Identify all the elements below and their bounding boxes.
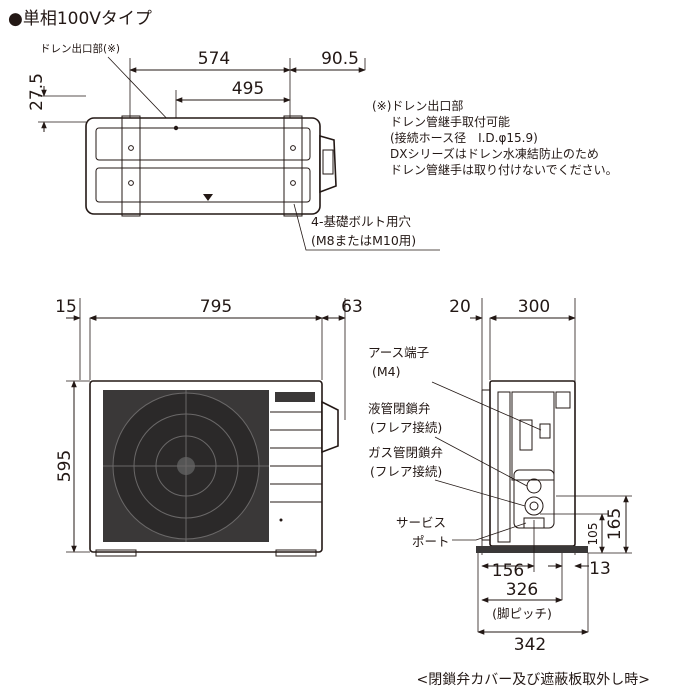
service-port-label-2: ポート bbox=[412, 534, 450, 549]
note-line-2: ドレン管継手取付可能 bbox=[390, 114, 510, 129]
service-port-label: サービス bbox=[396, 515, 446, 530]
liquid-valve-spec: (フレア接続) bbox=[370, 420, 442, 435]
dim-105: 105 bbox=[586, 523, 600, 546]
gas-valve-label: ガス管閉鎖弁 bbox=[368, 445, 443, 460]
earth-terminal bbox=[539, 423, 551, 439]
dim-13: 13 bbox=[589, 559, 611, 579]
dim-795: 795 bbox=[200, 297, 232, 317]
note-line-5: ドレン管継手は取り付けないでください。 bbox=[390, 162, 618, 177]
front-view: 15 795 63 595 bbox=[55, 297, 363, 557]
bolt-hole-label: 4-基礎ボルト用穴 bbox=[311, 214, 411, 229]
dim-27-5: 27.5 bbox=[27, 73, 47, 111]
drain-arrow-icon bbox=[203, 194, 213, 201]
dim-20: 20 bbox=[449, 297, 471, 317]
earth-terminal-label: アース端子 bbox=[368, 345, 429, 360]
side-view: 20 300 アース端子 (M4) 液管閉鎖弁 (フレア接続) ガス管閉鎖弁 (… bbox=[368, 297, 632, 655]
earth-leader-line bbox=[431, 381, 542, 431]
top-view: ドレン出口部(※) 574 90.5 495 27.5 bbox=[27, 42, 440, 251]
dim-495: 495 bbox=[232, 79, 264, 99]
drain-outlet-point bbox=[173, 125, 179, 131]
dim-15: 15 bbox=[55, 297, 77, 317]
bolt-hole bbox=[128, 145, 134, 151]
dim-342: 342 bbox=[514, 635, 546, 655]
valve-cover-front bbox=[321, 400, 339, 454]
internal-part bbox=[519, 419, 533, 451]
electrical-box bbox=[511, 391, 555, 481]
note-line-1: (※)ドレン出口部 bbox=[372, 98, 463, 113]
liquid-valve-label: 液管閉鎖弁 bbox=[368, 401, 431, 416]
bolt-hole bbox=[290, 180, 296, 186]
dim-165: 165 bbox=[605, 508, 625, 540]
note-line-3: (接続ホース径 I.D.φ15.9) bbox=[390, 130, 538, 145]
earth-terminal-spec: (M4) bbox=[372, 364, 401, 379]
screw-point bbox=[279, 518, 283, 522]
side-grille-edge bbox=[497, 391, 511, 543]
liquid-leader-line bbox=[434, 436, 528, 487]
unit-side-outline bbox=[489, 380, 576, 547]
valve-top bbox=[322, 149, 334, 175]
front-foot bbox=[95, 549, 137, 557]
front-louvers bbox=[270, 411, 322, 503]
top-panel-lower bbox=[95, 167, 311, 203]
base-foot bbox=[476, 546, 588, 553]
dim-156: 156 bbox=[492, 561, 524, 581]
dim-90-5: 90.5 bbox=[321, 49, 359, 69]
drain-note: (※)ドレン出口部 ドレン管継手取付可能 (接続ホース径 I.D.φ15.9) … bbox=[372, 98, 618, 177]
gas-valve-spec: (フレア接続) bbox=[370, 464, 442, 479]
bolt-leader-line bbox=[293, 203, 440, 251]
note-line-4: DXシリーズはドレン水凍結防止のため bbox=[390, 146, 599, 161]
brand-logo-plate bbox=[275, 392, 315, 402]
terminal-block bbox=[555, 391, 571, 409]
service-leader-line bbox=[452, 522, 527, 541]
drain-outlet-label: ドレン出口部(※) bbox=[40, 42, 120, 55]
leg-pitch-label: (脚ピッチ) bbox=[492, 606, 552, 621]
caption: <閉鎖弁カバー及び遮蔽板取外し時> bbox=[417, 672, 650, 688]
bolt-hole-spec: (M8またはM10用) bbox=[311, 233, 416, 248]
valve-cover-top bbox=[319, 134, 337, 194]
dim-63: 63 bbox=[341, 297, 363, 317]
bolt-hole bbox=[290, 145, 296, 151]
bolt-hole bbox=[128, 180, 134, 186]
front-foot bbox=[275, 549, 317, 557]
gas-valve-core bbox=[529, 501, 539, 511]
mount-foot bbox=[121, 115, 141, 217]
unit-top-outline bbox=[85, 117, 321, 215]
drawing-title: ●単相100Vタイプ bbox=[8, 9, 152, 29]
mount-foot bbox=[283, 115, 303, 217]
top-panel-upper bbox=[95, 127, 311, 161]
drain-leader-line bbox=[107, 56, 175, 127]
dim-574: 574 bbox=[198, 49, 230, 69]
dim-595: 595 bbox=[55, 450, 75, 482]
gas-leader-line bbox=[434, 479, 526, 507]
dim-326: 326 bbox=[506, 580, 538, 600]
dim-300: 300 bbox=[518, 297, 550, 317]
